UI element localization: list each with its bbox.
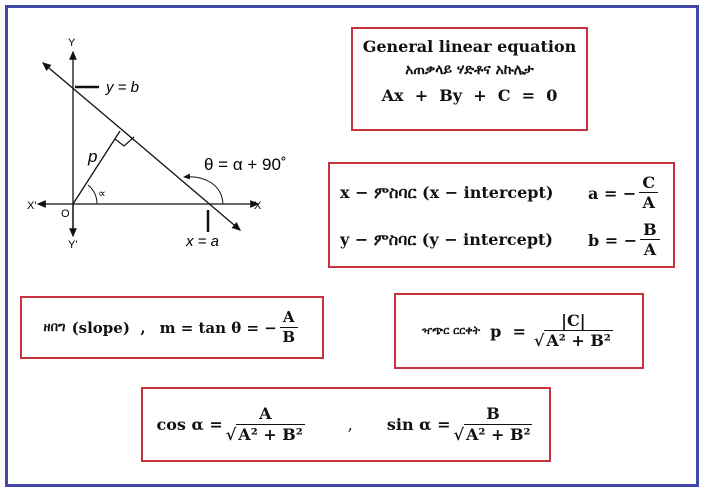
general-title: General linear equation <box>362 37 577 56</box>
sin-fraction: B√A² + B² <box>453 404 533 444</box>
alpha-arc <box>87 184 98 205</box>
straight-line-lower <box>139 144 241 231</box>
y-intercept-text: y − ምስባር (y − intercept) <box>340 230 553 249</box>
separator: , <box>347 415 353 434</box>
slope-lhs: m = tan θ = − <box>159 318 277 337</box>
line-diagram: Y Y' X X' O p ∝ y = b x = a θ = α + 90˚ <box>27 37 287 251</box>
numerator: B <box>470 404 516 425</box>
straight-line <box>42 62 141 146</box>
denominator: √A² + B² <box>453 423 533 444</box>
y-axis-neg-label: Y' <box>68 239 77 251</box>
distance-box: ዣጭር ርርቀት p = |C|√A² + B² <box>394 293 644 369</box>
x-axis-label: X <box>254 200 262 212</box>
x-axis-neg-label: X' <box>27 200 36 212</box>
y-intercept-label: y = b <box>105 79 139 96</box>
y-axis-label: Y <box>68 37 76 49</box>
cos-lhs: cos α = <box>156 415 223 434</box>
denominator: A <box>643 240 657 260</box>
x-intercept-lhs: a = − <box>588 183 637 203</box>
slope-text: (slope) , <box>71 318 146 337</box>
origin-label: O <box>61 208 70 220</box>
page-frame <box>5 5 699 487</box>
denominator: √A² + B² <box>225 423 305 444</box>
numerator: A <box>243 404 288 425</box>
theta-label: θ = α + 90˚ <box>204 155 287 174</box>
numerator: A <box>279 309 298 328</box>
perpendicular-p <box>72 130 121 205</box>
right-angle-mark <box>114 136 135 147</box>
x-intercept-label: x = a <box>185 233 219 250</box>
distance-fraction: |C|√A² + B² <box>533 311 613 351</box>
general-equation: Ax + By + C = 0 <box>381 86 558 105</box>
numerator: B <box>640 220 660 241</box>
trig-box: cos α = A√A² + B² , sin α = B√A² + B² <box>141 387 551 462</box>
distance-lhs: p = <box>490 321 526 341</box>
sin-lhs: sin α = <box>386 415 451 434</box>
slope-amharic: ዘበግ <box>43 320 66 335</box>
y-intercept-lhs: b = − <box>588 230 638 250</box>
denominator: B <box>282 327 296 346</box>
x-intercept-text: x − ምስባር (x − intercept) <box>340 183 554 202</box>
general-amharic: አጠቃላይ ሃድቶና አኩሌታ <box>405 62 534 78</box>
distance-amharic: ዣጭር ርርቀት <box>422 324 481 337</box>
denominator: √A² + B² <box>533 330 613 351</box>
alpha-label: ∝ <box>98 188 106 200</box>
cos-fraction: A√A² + B² <box>225 404 305 444</box>
p-label: p <box>87 147 97 166</box>
numerator: C <box>639 173 659 194</box>
general-equation-box: General linear equation አጠቃላይ ሃድቶና አኩሌታ … <box>351 27 588 131</box>
denominator: A <box>642 193 655 213</box>
theta-arc <box>183 173 224 205</box>
numerator: |C| <box>549 311 598 332</box>
